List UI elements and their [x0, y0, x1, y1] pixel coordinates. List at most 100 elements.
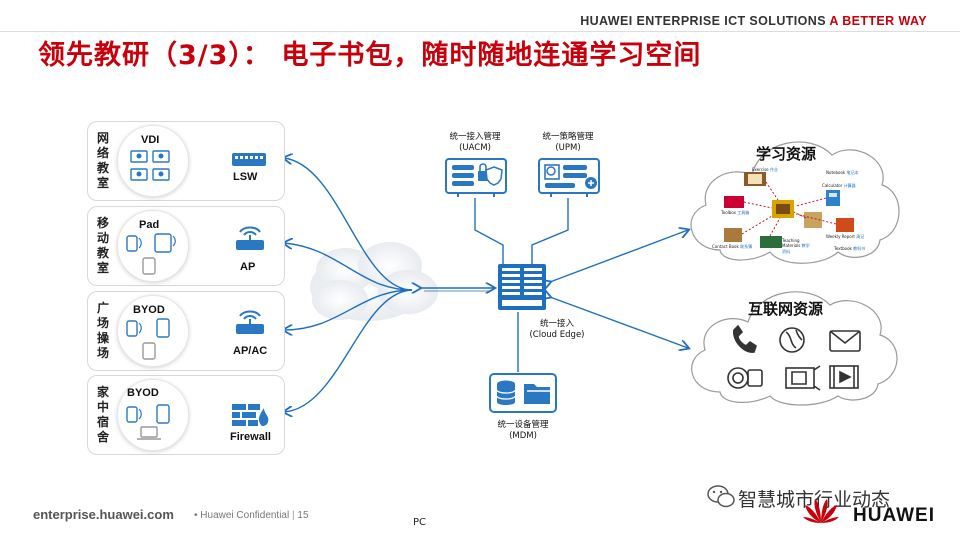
- learning-item-toolbox: Toolbox 工具箱: [721, 210, 749, 216]
- uacm-abbr: (UACM): [459, 143, 491, 153]
- link-learning: [550, 230, 688, 282]
- edge-label: 统一接入(Cloud Edge): [522, 319, 592, 341]
- uacm-name: 统一接入管理: [449, 132, 501, 142]
- learning-item-contact-cn: 联系簿: [740, 244, 753, 249]
- header-tagline: A BETTER WAY: [829, 14, 927, 28]
- learning-item-exercise: Exercise 作业: [752, 167, 778, 173]
- huawei-logo-text: HUAWEI: [853, 505, 935, 526]
- device-label-pad: Pad: [139, 219, 160, 231]
- vdi-monitors-icon: [130, 150, 170, 181]
- panel-label-2: 移动教室: [97, 216, 110, 275]
- link-lsw: [284, 158, 413, 291]
- learning-item-weekly-cn: 周记: [856, 234, 865, 239]
- link-ap: [284, 243, 413, 291]
- footer-confidential-text: • Huawei Confidential: [194, 510, 290, 521]
- footer-confidential: • Huawei Confidential | 15: [194, 510, 309, 521]
- learning-item-teaching-cn: 教学资料: [782, 243, 810, 254]
- center-cloud: [310, 242, 438, 321]
- link-upm: [531, 198, 569, 266]
- panel-label-3: 广场操场: [97, 301, 110, 360]
- learning-item-exercise-en: Exercise: [752, 167, 769, 172]
- learning-item-weekly: Weekly Report 周记: [826, 234, 864, 240]
- learning-item-teaching-en: Teaching Materials: [782, 238, 801, 248]
- cloud-edge-icon: [498, 264, 546, 310]
- network-label-firewall: Firewall: [230, 431, 271, 443]
- device-label-byod-1: BYOD: [133, 304, 165, 316]
- toolbox-icon: [724, 196, 744, 208]
- mdm-name: 统一设备管理: [497, 420, 549, 430]
- internet-cloud-title: 互联网资源: [748, 300, 824, 318]
- byod-devices-icon-1: [126, 318, 170, 360]
- learning-item-weekly-en: Weekly Report: [826, 234, 855, 239]
- learning-item-notebook-cn: 笔记本: [846, 170, 859, 175]
- network-label-apac: AP/AC: [233, 345, 268, 357]
- network-label-ap: AP: [240, 261, 256, 273]
- learning-item-contact-en: Contact Book: [712, 244, 739, 249]
- edge-name: 统一接入: [539, 319, 574, 329]
- learning-item-textbook-cn: 教科书: [853, 246, 866, 251]
- learning-item-exercise-cn: 作业: [769, 167, 778, 172]
- learning-cloud-title: 学习资源: [756, 145, 817, 163]
- learning-item-textbook-en: Textbook: [834, 246, 852, 251]
- upm-label: 统一策略管理(UPM): [536, 132, 600, 154]
- learning-item-toolbox-cn: 工具箱: [737, 210, 750, 215]
- device-label-vdi: VDI: [141, 134, 160, 146]
- footer-site: enterprise.huawei.com: [33, 507, 174, 522]
- film-icon: [829, 365, 859, 389]
- mail-icon: [829, 330, 861, 352]
- learning-item-calculator: Calculator 计算器: [822, 183, 856, 189]
- pad-devices-icon: [126, 233, 176, 275]
- mdm-label: 统一设备管理(MDM): [488, 420, 558, 442]
- switch-icon: [232, 153, 266, 166]
- learning-item-contact: Contact Book 联系簿: [712, 244, 752, 250]
- learning-items: [724, 172, 854, 248]
- uacm-label: 统一接入管理(UACM): [443, 132, 507, 154]
- header-brand: HUAWEI ENTERPRISE ICT SOLUTIONS A BETTER…: [580, 14, 927, 28]
- device-label-byod-2: BYOD: [127, 387, 159, 399]
- learning-item-notebook: Notebook 笔记本: [826, 170, 859, 176]
- slide-title: 领先教研（3/3）： 电子书包，随时随地连通学习空间: [38, 40, 702, 71]
- device-circle-pad: [117, 210, 189, 282]
- header-company: HUAWEI ENTERPRISE ICT SOLUTIONS: [580, 14, 826, 28]
- panel-label-4: 家中宿舍: [97, 385, 110, 444]
- edge-abbr: (Cloud Edge): [529, 330, 585, 340]
- uacm-server-icon: [445, 158, 507, 197]
- learning-item-toolbox-en: Toolbox: [721, 210, 736, 215]
- learning-item-notebook-en: Notebook: [826, 170, 846, 175]
- internet-items: [727, 324, 861, 391]
- learning-item-calculator-cn: 计算器: [843, 183, 856, 188]
- mdm-server-icon: [489, 373, 557, 413]
- header-divider: [0, 31, 960, 32]
- globe-icon: [779, 327, 805, 353]
- upm-server-icon: [538, 158, 600, 197]
- textbook-icon: [836, 218, 854, 232]
- calculator-icon: [826, 190, 840, 206]
- teaching-board-icon: [760, 236, 782, 248]
- page-number: 15: [297, 510, 309, 521]
- learning-item-calculator-en: Calculator: [822, 183, 843, 188]
- upm-abbr: (UPM): [555, 143, 581, 153]
- link-apac: [284, 289, 413, 330]
- panel-label-1: 网络教室: [97, 131, 110, 190]
- ap-icon: [236, 226, 264, 250]
- video-icon: [785, 365, 821, 391]
- link-firewall: [284, 289, 413, 412]
- pc-label: PC: [413, 517, 427, 528]
- huawei-petal-icon: [803, 499, 839, 523]
- link-internet: [550, 297, 688, 348]
- watermark-text: 智慧城市行业动态: [738, 489, 891, 511]
- wechat-icon: [707, 485, 735, 508]
- byod-devices-icon-2: [126, 404, 170, 440]
- firewall-icon: [232, 404, 269, 426]
- phone-icon: [733, 324, 757, 353]
- camera-icon: [727, 367, 763, 389]
- mdm-abbr: (MDM): [509, 431, 537, 441]
- learning-item-teaching: Teaching Materials 教学资料: [782, 238, 812, 255]
- contact-book-icon: [724, 228, 742, 242]
- ap-ac-icon: [236, 310, 264, 334]
- upm-name: 统一策略管理: [542, 132, 594, 142]
- weekly-report-icon: [804, 212, 822, 228]
- link-uacm: [474, 198, 504, 266]
- learning-item-textbook: Textbook 教科书: [834, 246, 865, 252]
